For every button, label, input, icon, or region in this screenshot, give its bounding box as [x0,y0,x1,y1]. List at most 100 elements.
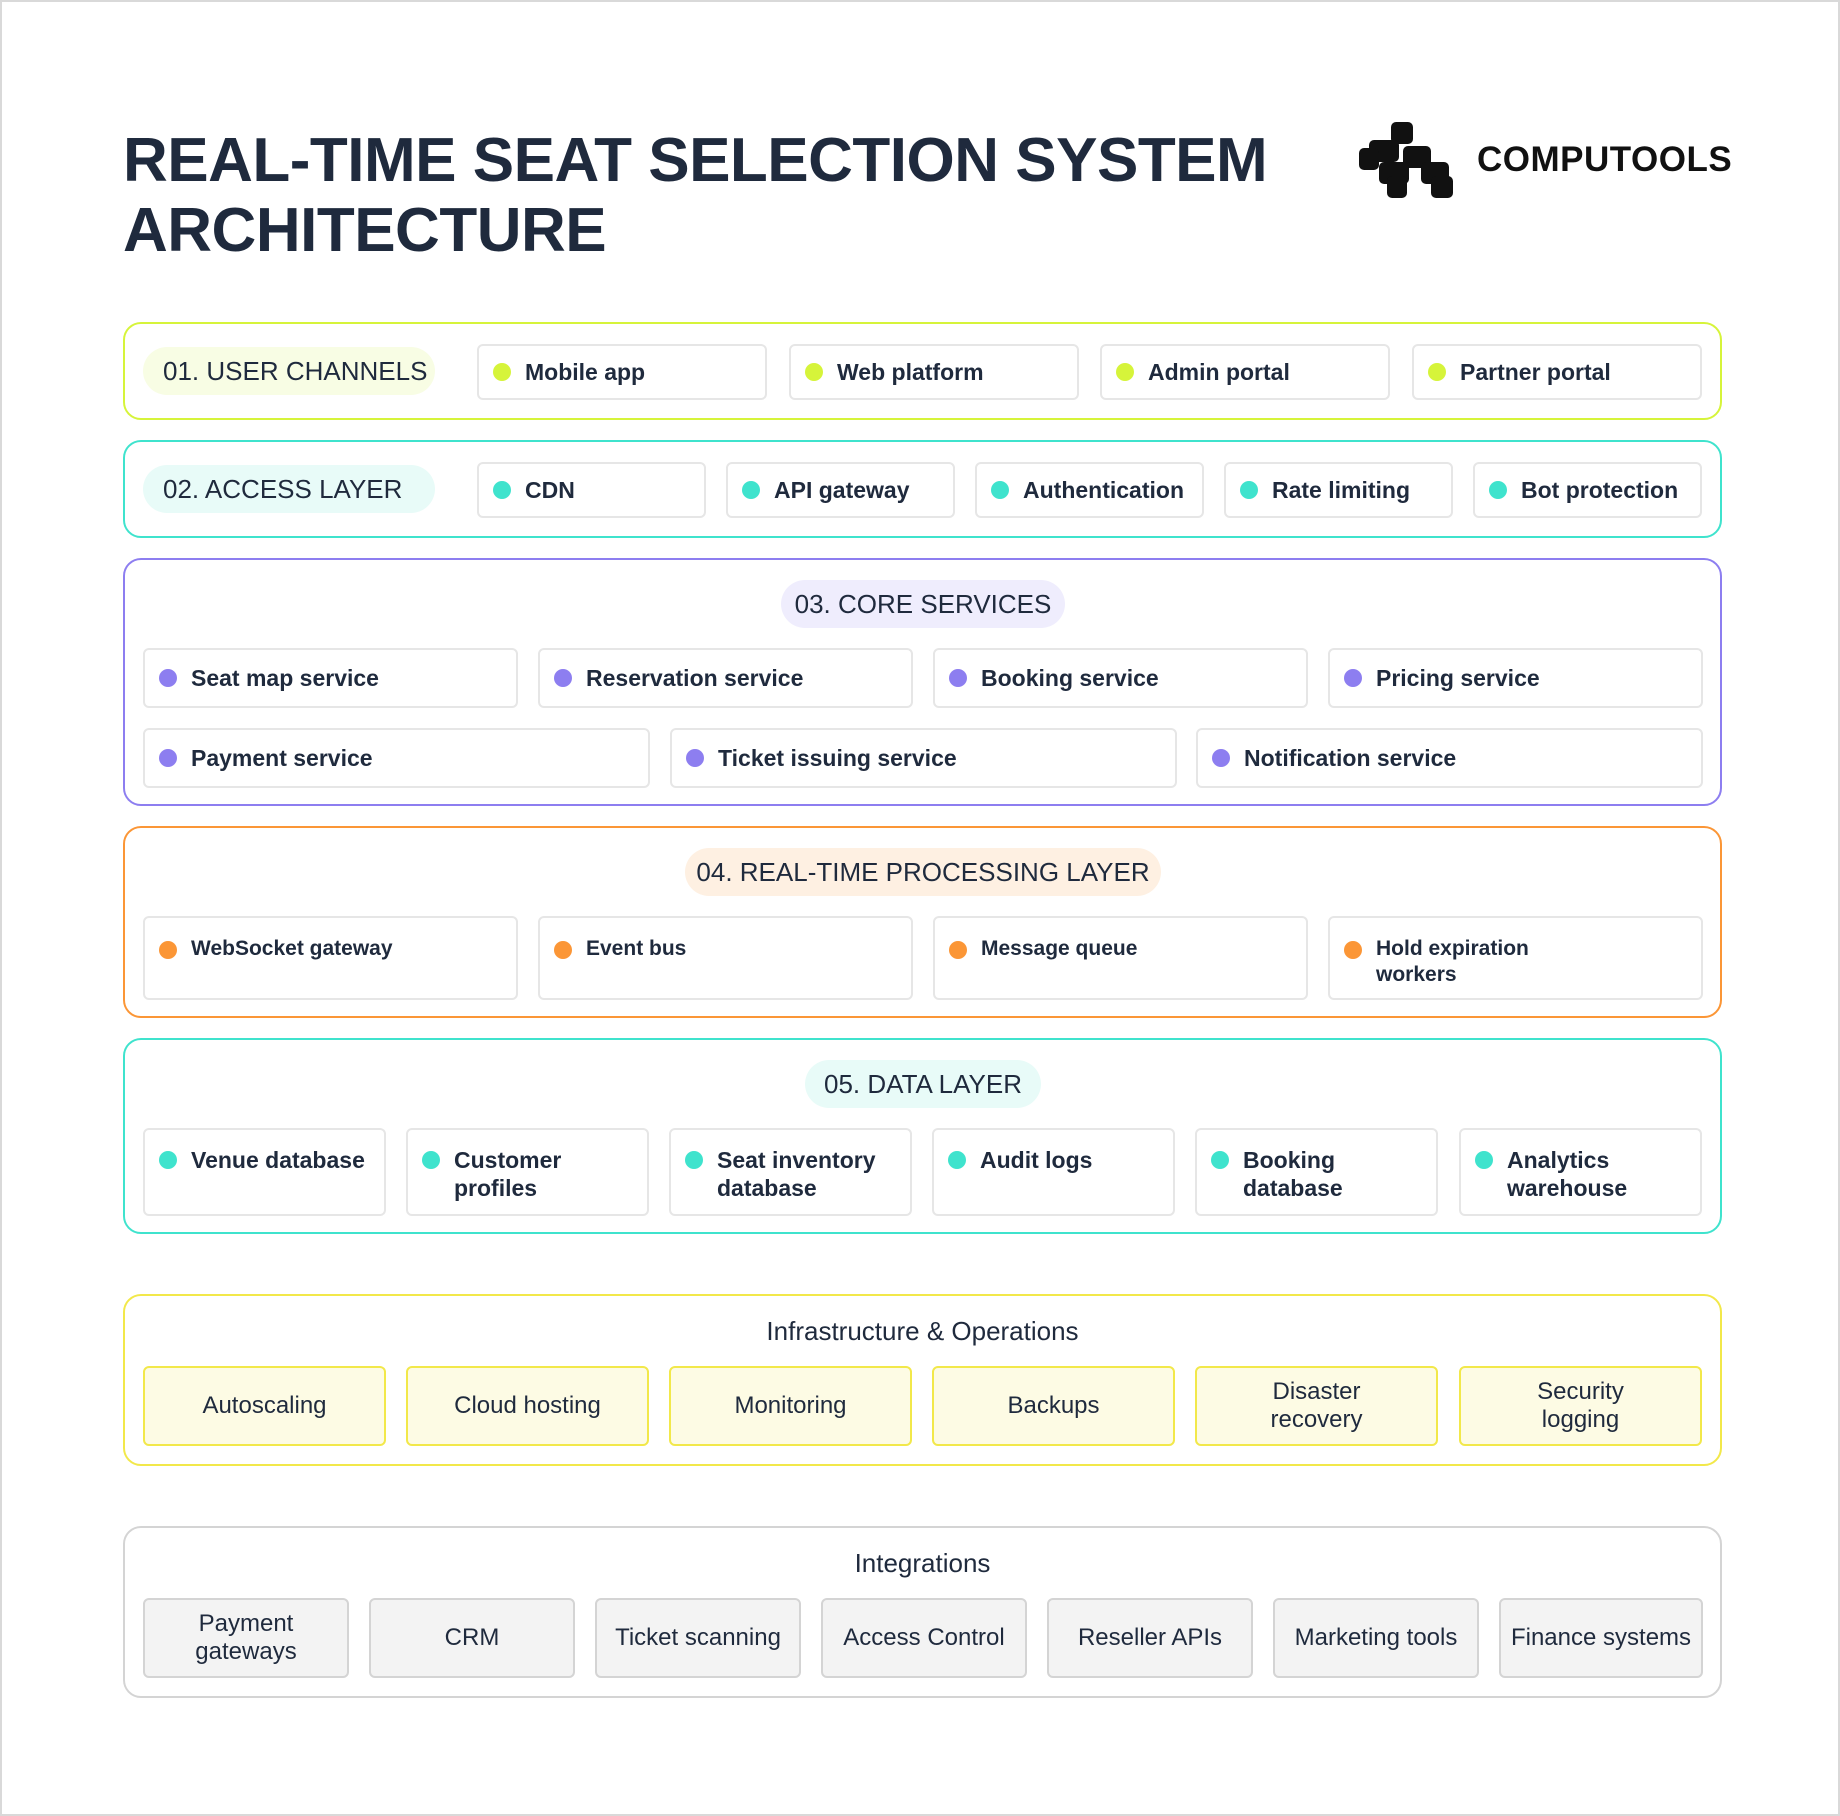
status-dot [949,941,967,959]
service-card: Notification service [1196,728,1703,788]
access-label: CDN [525,477,575,503]
status-dot [948,1151,966,1169]
service-card: Reservation service [538,648,913,708]
status-dot [742,481,760,499]
status-dot [493,363,511,381]
computools-logo-icon [1359,122,1453,198]
status-dot [1428,363,1446,381]
status-dot [949,669,967,687]
infrastructure-item: Security logging [1459,1366,1702,1446]
integration-item: Payment gateways [143,1598,349,1678]
infrastructure-title: Infrastructure & Operations [766,1316,1079,1346]
processing-label: WebSocket gateway [191,937,393,960]
layer-label-realtime-processing: 04. REAL-TIME PROCESSING LAYER [685,848,1161,896]
access-label: Authentication [1023,477,1184,503]
layer-data: 05. DATA LAYER Venue database Customer p… [123,1038,1722,1234]
channel-label: Web platform [837,359,984,385]
status-dot [1211,1151,1229,1169]
data-label: Customer profiles [454,1147,562,1201]
service-label: Seat map service [191,665,379,691]
infrastructure-item: Autoscaling [143,1366,386,1446]
access-label: API gateway [774,477,910,503]
service-label: Notification service [1244,745,1457,771]
service-card: Payment service [143,728,650,788]
data-card: Audit logs [932,1128,1175,1216]
service-label: Reservation service [586,665,804,691]
data-card: Customer profiles [406,1128,649,1216]
service-label: Pricing service [1376,665,1540,691]
layer-user-channels: 01. USER CHANNELS Mobile app Web platfor… [123,322,1722,420]
layer-label-core-services: 03. CORE SERVICES [781,580,1065,628]
data-label: Audit logs [980,1147,1093,1173]
data-label: Booking database [1243,1147,1343,1201]
channel-card: Mobile app [477,344,767,400]
processing-label: Hold expiration workers [1376,937,1529,986]
layer-label-user-channels: 01. USER CHANNELS [143,347,435,395]
layer-access: 02. ACCESS LAYER CDN API gateway Authent… [123,440,1722,538]
data-card: Seat inventory database [669,1128,912,1216]
infrastructure-item: Monitoring [669,1366,912,1446]
section-infrastructure: Infrastructure & Operations Autoscaling … [123,1294,1722,1466]
channel-card: Web platform [789,344,1079,400]
status-dot [159,1151,177,1169]
service-card: Pricing service [1328,648,1703,708]
status-dot [1344,941,1362,959]
status-dot [1475,1151,1493,1169]
access-card: Bot protection [1473,462,1702,518]
infrastructure-item: Backups [932,1366,1175,1446]
access-card: Rate limiting [1224,462,1453,518]
status-dot [805,363,823,381]
service-card: Booking service [933,648,1308,708]
access-label: Rate limiting [1272,477,1411,503]
channel-label: Partner portal [1460,359,1611,385]
integration-item: Reseller APIs [1047,1598,1253,1678]
layer-label-access: 02. ACCESS LAYER [143,465,435,513]
status-dot [159,941,177,959]
channel-label: Admin portal [1148,359,1290,385]
processing-label: Message queue [981,937,1138,960]
status-dot [554,941,572,959]
integration-item: Ticket scanning [595,1598,801,1678]
layer-realtime-processing: 04. REAL-TIME PROCESSING LAYER WebSocket… [123,826,1722,1018]
integrations-title: Integrations [854,1548,991,1578]
processing-label: Event bus [586,937,687,960]
channel-card: Admin portal [1100,344,1390,400]
service-label: Booking service [981,665,1159,691]
status-dot [685,1151,703,1169]
data-card: Booking database [1195,1128,1438,1216]
integration-item: Finance systems [1499,1598,1703,1678]
layer-core-services: 03. CORE SERVICES Seat map service Reser… [123,558,1722,806]
data-label: Venue database [191,1147,365,1173]
status-dot [686,749,704,767]
processing-card: Hold expiration workers [1328,916,1703,1000]
status-dot [1240,481,1258,499]
service-card: Seat map service [143,648,518,708]
status-dot [159,669,177,687]
access-label: Bot protection [1521,477,1679,503]
service-label: Ticket issuing service [718,745,957,771]
service-card: Ticket issuing service [670,728,1177,788]
processing-card: Event bus [538,916,913,1000]
access-card: API gateway [726,462,955,518]
status-dot [554,669,572,687]
infrastructure-item: Cloud hosting [406,1366,649,1446]
logo-text: COMPUTOOLS [1477,140,1733,179]
data-label: Seat inventory database [717,1147,876,1201]
computools-logo: COMPUTOOLS [1359,120,1732,200]
status-dot [1489,481,1507,499]
processing-card: Message queue [933,916,1308,1000]
status-dot [422,1151,440,1169]
processing-card: WebSocket gateway [143,916,518,1000]
section-integrations: Integrations Payment gateways CRM Ticket… [123,1526,1722,1698]
data-card: Venue database [143,1128,386,1216]
channel-card: Partner portal [1412,344,1702,400]
integration-item: CRM [369,1598,575,1678]
status-dot [159,749,177,767]
service-label: Payment service [191,745,373,771]
access-card: Authentication [975,462,1204,518]
layer-label-data: 05. DATA LAYER [805,1060,1041,1108]
status-dot [991,481,1009,499]
integration-item: Access Control [821,1598,1027,1678]
access-card: CDN [477,462,706,518]
